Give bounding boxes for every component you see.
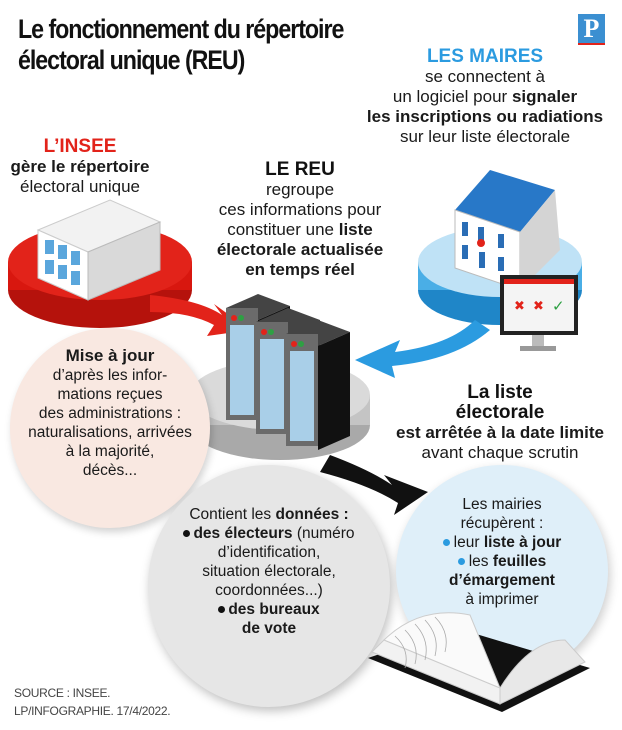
server-rack-icon: [226, 294, 350, 450]
mairies-line-bold: d’émargement: [449, 572, 555, 589]
maires-block: LES MAIRES se connectent à un logiciel p…: [340, 47, 622, 147]
liste-heading: électorale: [455, 402, 545, 423]
mise-a-jour-line: d’après les infor-: [52, 367, 168, 384]
le-parisien-logo: P: [578, 14, 605, 45]
mise-a-jour-line: décès...: [82, 462, 138, 479]
bullet-icon: [183, 530, 191, 538]
footer: SOURCE : INSEE. LP/INFOGRAPHIE. 17/4/202…: [14, 684, 171, 720]
maires-line: se connectent à: [424, 67, 546, 86]
mairies-circle: Les mairies récupèrent : leur liste à jo…: [396, 465, 608, 677]
title-line-2: électoral unique (REU): [18, 45, 245, 75]
donnees-line: d’identification,: [217, 544, 321, 561]
mairies-item: leur liste à jour: [396, 533, 608, 552]
reu-line: constituer une liste: [227, 220, 373, 239]
footer-credit: LP/INFOGRAPHIE. 17/4/2022.: [14, 704, 171, 718]
insee-heading: L’INSEE: [43, 136, 117, 157]
blue-arrow: [355, 320, 490, 378]
town-hall-icon: [454, 170, 560, 291]
insee-line: électoral unique: [19, 177, 141, 196]
donnees-item: des électeurs (numéro: [148, 524, 390, 543]
donnees-line: Contient les données :: [189, 506, 349, 523]
maires-line-bold: les inscriptions ou radiations: [366, 107, 604, 126]
mise-a-jour-line: mations reçues: [57, 386, 163, 403]
red-arrow: [150, 295, 250, 336]
reu-line-bold: électorale actualisée: [216, 240, 384, 259]
bullet-icon: [218, 606, 226, 614]
bullet-icon: [442, 539, 450, 547]
mise-a-jour-line: à la majorité,: [65, 443, 155, 460]
bullet-icon: [457, 558, 465, 566]
svg-text:✖: ✖: [533, 299, 544, 314]
computer-monitor-icon: ✖ ✖ ✓: [500, 275, 578, 351]
insee-line-bold: gère le répertoire: [10, 157, 150, 176]
reu-line: regroupe: [265, 180, 335, 199]
donnees-item: des bureaux: [148, 600, 390, 619]
liste-heading: La liste: [467, 382, 533, 403]
mise-a-jour-line: naturalisations, arrivées: [28, 424, 192, 441]
donnees-circle: Contient les données : des électeurs (nu…: [148, 465, 390, 707]
reu-heading: LE REU: [265, 159, 335, 180]
reu-line-bold: en temps réel: [245, 260, 355, 279]
mairies-line: à imprimer: [465, 591, 539, 608]
footer-source: SOURCE : INSEE.: [14, 686, 111, 700]
donnees-line-bold: de vote: [241, 620, 297, 637]
svg-text:✖: ✖: [514, 299, 525, 314]
page-title: Le fonctionnement du répertoire électora…: [18, 14, 344, 76]
mairies-item: les feuilles: [396, 552, 608, 571]
liste-line: avant chaque scrutin: [421, 443, 579, 462]
office-building-icon: [36, 199, 162, 301]
black-arrow: [320, 455, 428, 515]
donnees-line: coordonnées...): [215, 582, 323, 599]
liste-block: La liste électorale est arrêtée à la dat…: [370, 383, 622, 463]
maires-line: un logiciel pour signaler: [392, 87, 578, 106]
mise-a-jour-circle: Mise à jour d’après les infor- mations r…: [10, 328, 210, 528]
liste-line-bold: est arrêtée à la date limite: [396, 423, 604, 442]
maires-heading: LES MAIRES: [426, 46, 544, 67]
maires-line: sur leur liste électorale: [399, 127, 571, 146]
mise-a-jour-heading: Mise à jour: [65, 346, 155, 365]
mairies-line: récupèrent :: [460, 515, 544, 532]
mairies-line: Les mairies: [462, 496, 542, 513]
svg-text:✓: ✓: [552, 297, 565, 315]
title-line-1: Le fonctionnement du répertoire: [18, 14, 344, 44]
mise-a-jour-line: des administrations :: [38, 405, 182, 422]
insee-block: L’INSEE gère le répertoire électoral uni…: [0, 137, 160, 197]
reu-line: ces informations pour: [218, 200, 382, 219]
donnees-line: situation électorale,: [202, 563, 336, 580]
reu-block: LE REU regroupe ces informations pour co…: [185, 160, 415, 280]
